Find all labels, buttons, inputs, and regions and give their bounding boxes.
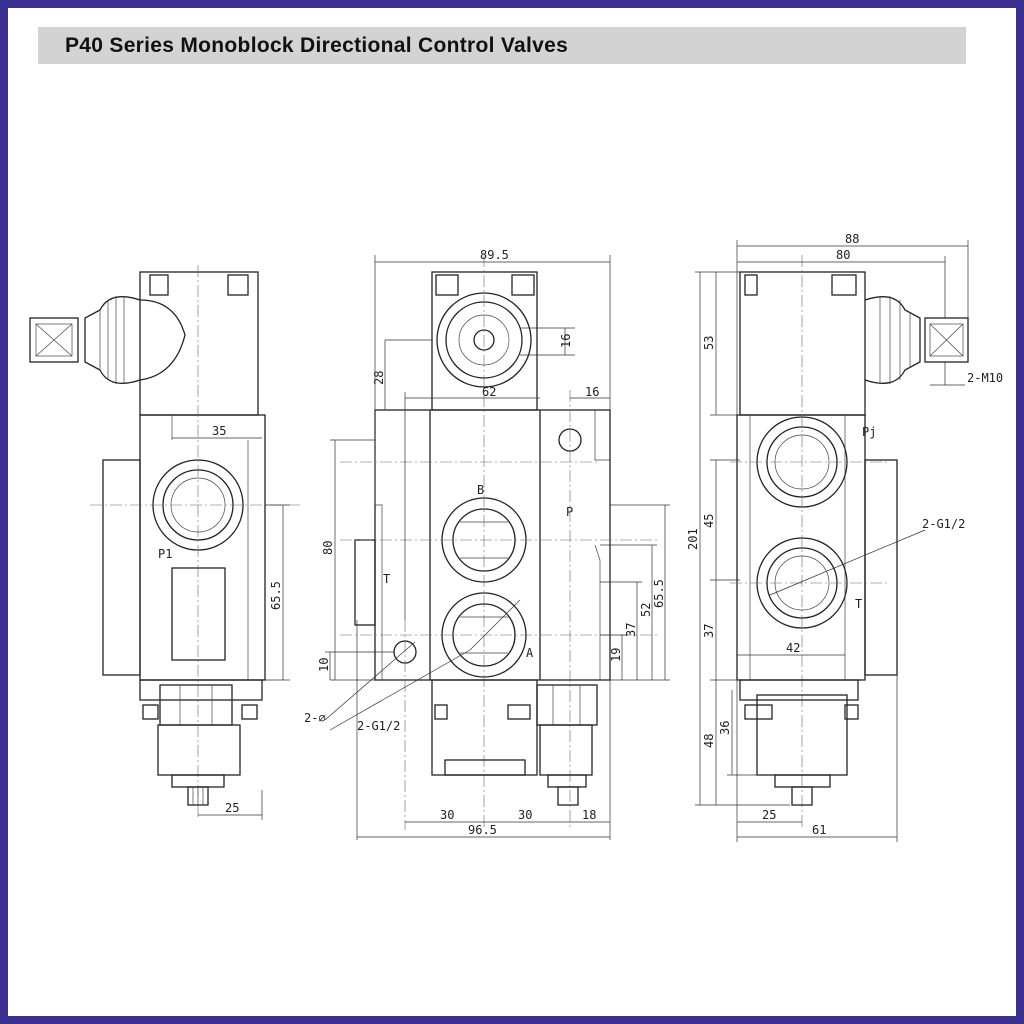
dim-25: 25: [225, 801, 239, 815]
dim-16-top: 16: [585, 385, 599, 399]
port-label-b: B: [477, 483, 484, 497]
port-label-pj: Pj: [862, 425, 876, 439]
solenoid-connector: [29, 296, 141, 384]
dim-25: 25: [762, 808, 776, 822]
callout-mount-holes: 2-⌀: [304, 711, 326, 725]
dim-80: 80: [321, 541, 335, 555]
dim-65-5: 65.5: [652, 579, 666, 608]
dim-52: 52: [639, 603, 653, 617]
dim-61: 61: [812, 823, 826, 837]
callout-ports-thread: 2-G1/2: [357, 719, 400, 733]
port-label-p: P: [566, 505, 573, 519]
port-label-p1: P1: [158, 547, 172, 561]
right-side-view: Pj T 2-G1/2 2-M10 88 80 53 201 45 37 48 …: [686, 232, 1003, 842]
dim-30-left: 30: [440, 808, 454, 822]
page-title: P40 Series Monoblock Directional Control…: [65, 34, 569, 57]
dim-18: 18: [582, 808, 596, 822]
callout-connector: 2-M10: [967, 371, 1003, 385]
left-side-view: P1 35 65.5 25: [29, 265, 300, 820]
title-bar: P40 Series Monoblock Directional Control…: [38, 27, 966, 64]
dim-65-5: 65.5: [269, 581, 283, 610]
callout-ports-thread: 2-G1/2: [922, 517, 965, 531]
dim-10: 10: [317, 658, 331, 672]
port-label-a: A: [526, 646, 534, 660]
dim-48: 48: [702, 734, 716, 748]
front-view: B P T A 2-⌀ 2-G1/2 89.5 62 16 28: [304, 248, 670, 840]
port-label-t: T: [855, 597, 862, 611]
dim-88: 88: [845, 232, 859, 246]
dim-37: 37: [702, 624, 716, 638]
port-label-t: T: [383, 572, 390, 586]
dim-89-5: 89.5: [480, 248, 509, 262]
dim-30-right: 30: [518, 808, 532, 822]
dim-37: 37: [624, 623, 638, 637]
dim-45: 45: [702, 514, 716, 528]
dim-42: 42: [786, 641, 800, 655]
dim-96-5: 96.5: [468, 823, 497, 837]
dim-62: 62: [482, 385, 496, 399]
dim-35: 35: [212, 424, 226, 438]
dim-53: 53: [702, 336, 716, 350]
dim-80: 80: [836, 248, 850, 262]
dim-28: 28: [372, 371, 386, 385]
solenoid-connector: [864, 296, 969, 384]
dim-36: 36: [718, 721, 732, 735]
dim-16-coil: 16: [559, 334, 573, 348]
dim-201: 201: [686, 528, 700, 550]
dim-19: 19: [609, 648, 623, 662]
